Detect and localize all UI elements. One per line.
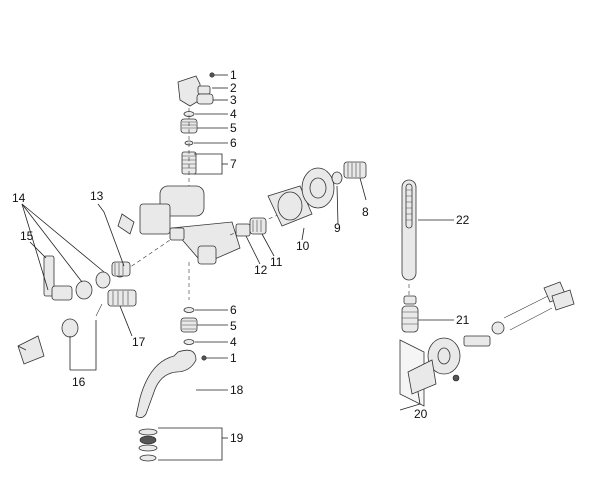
label-part-6-top: 6 [230,136,237,150]
left-cartridge-assembly [17,255,137,365]
label-part-21: 21 [456,313,470,327]
label-part-4-bottom: 4 [230,335,237,349]
label-part-3: 3 [230,93,237,107]
label-part-14: 14 [12,191,26,205]
left-lever [117,213,135,235]
label-part-22: 22 [456,213,470,227]
spout [135,349,197,418]
label-part-7: 7 [230,157,237,171]
bottom-stack [180,307,207,361]
label-part-20: 20 [414,407,428,421]
right-cartridge-assembly [235,161,367,237]
label-part-16: 16 [72,375,86,389]
label-part-11: 11 [270,255,283,269]
wall-bracket [399,281,575,407]
label-part-18: 18 [230,383,244,397]
label-part-17: 17 [132,335,146,349]
label-part-6-bottom: 6 [230,303,237,317]
label-part-9: 9 [334,221,341,235]
label-part-1-bottom: 1 [230,351,237,365]
label-part-15: 15 [20,229,34,243]
part-number-labels: 1 2 3 4 5 6 7 8 9 10 11 12 13 14 15 16 1… [12,68,470,445]
label-part-8: 8 [362,205,369,219]
hand-shower [401,179,417,296]
hose-fitting [401,295,419,333]
label-part-13: 13 [90,189,104,203]
label-part-19: 19 [230,431,244,445]
label-part-5-bottom: 5 [230,319,237,333]
label-part-4-top: 4 [230,107,237,121]
mixer-body [139,185,241,265]
label-part-2: 2 [230,81,237,95]
top-elbow-assembly [177,72,215,175]
label-part-10: 10 [296,239,310,253]
leader-lines [21,74,454,461]
label-part-1-top: 1 [230,68,237,82]
label-part-5-top: 5 [230,121,237,135]
aerator [138,428,158,462]
label-part-12: 12 [254,263,268,277]
